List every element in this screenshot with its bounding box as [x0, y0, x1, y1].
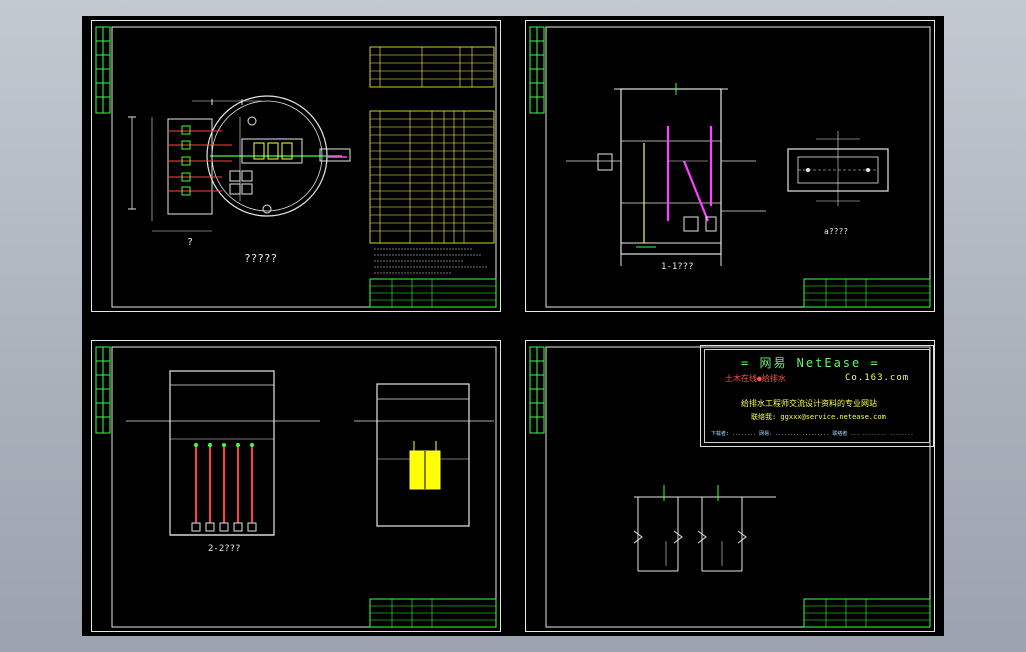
netease-slogan: 土木在线●给排水: [725, 374, 786, 383]
drawing-canvas[interactable]: ? ?????: [82, 16, 944, 636]
netease-footer: 下载者: ........ 网易. ........ ......... 联络者…: [711, 431, 914, 437]
netease-description: 给排水工程师交流设计资料的专业网站: [741, 399, 877, 408]
netease-site: Co.163.com: [845, 373, 910, 383]
sheet-1-drawing: [95, 26, 497, 308]
sheet-2-section-caption: 1-1???: [661, 262, 694, 272]
sheet-4-frame[interactable]: = 网易 NetEase = 土木在线●给排水 Co.163.com 给排水工程…: [525, 340, 935, 632]
sheet-3-drawing: [95, 346, 497, 628]
sheet-2-detail-caption: a????: [824, 227, 849, 236]
sheet-1-plan-label: ?: [187, 237, 194, 248]
netease-contact: 联络我: ggxxx@service.netease.com: [751, 413, 886, 421]
sheet-4-drawing: [529, 346, 931, 628]
sheet-3-section-caption: 2-2???: [208, 544, 241, 554]
sheet-3-frame[interactable]: 2-2???: [91, 340, 501, 632]
sheet-2-frame[interactable]: 1-1??? a????: [525, 20, 935, 312]
netease-title: = 网易 NetEase =: [741, 356, 880, 370]
sheet-1-frame[interactable]: ? ?????: [91, 20, 501, 312]
netease-info-block: = 网易 NetEase = 土木在线●给排水 Co.163.com 给排水工程…: [700, 345, 934, 447]
netease-inner-frame: [704, 349, 930, 443]
sheet-2-drawing: [529, 26, 931, 308]
sheet-1-caption: ?????: [244, 252, 278, 265]
